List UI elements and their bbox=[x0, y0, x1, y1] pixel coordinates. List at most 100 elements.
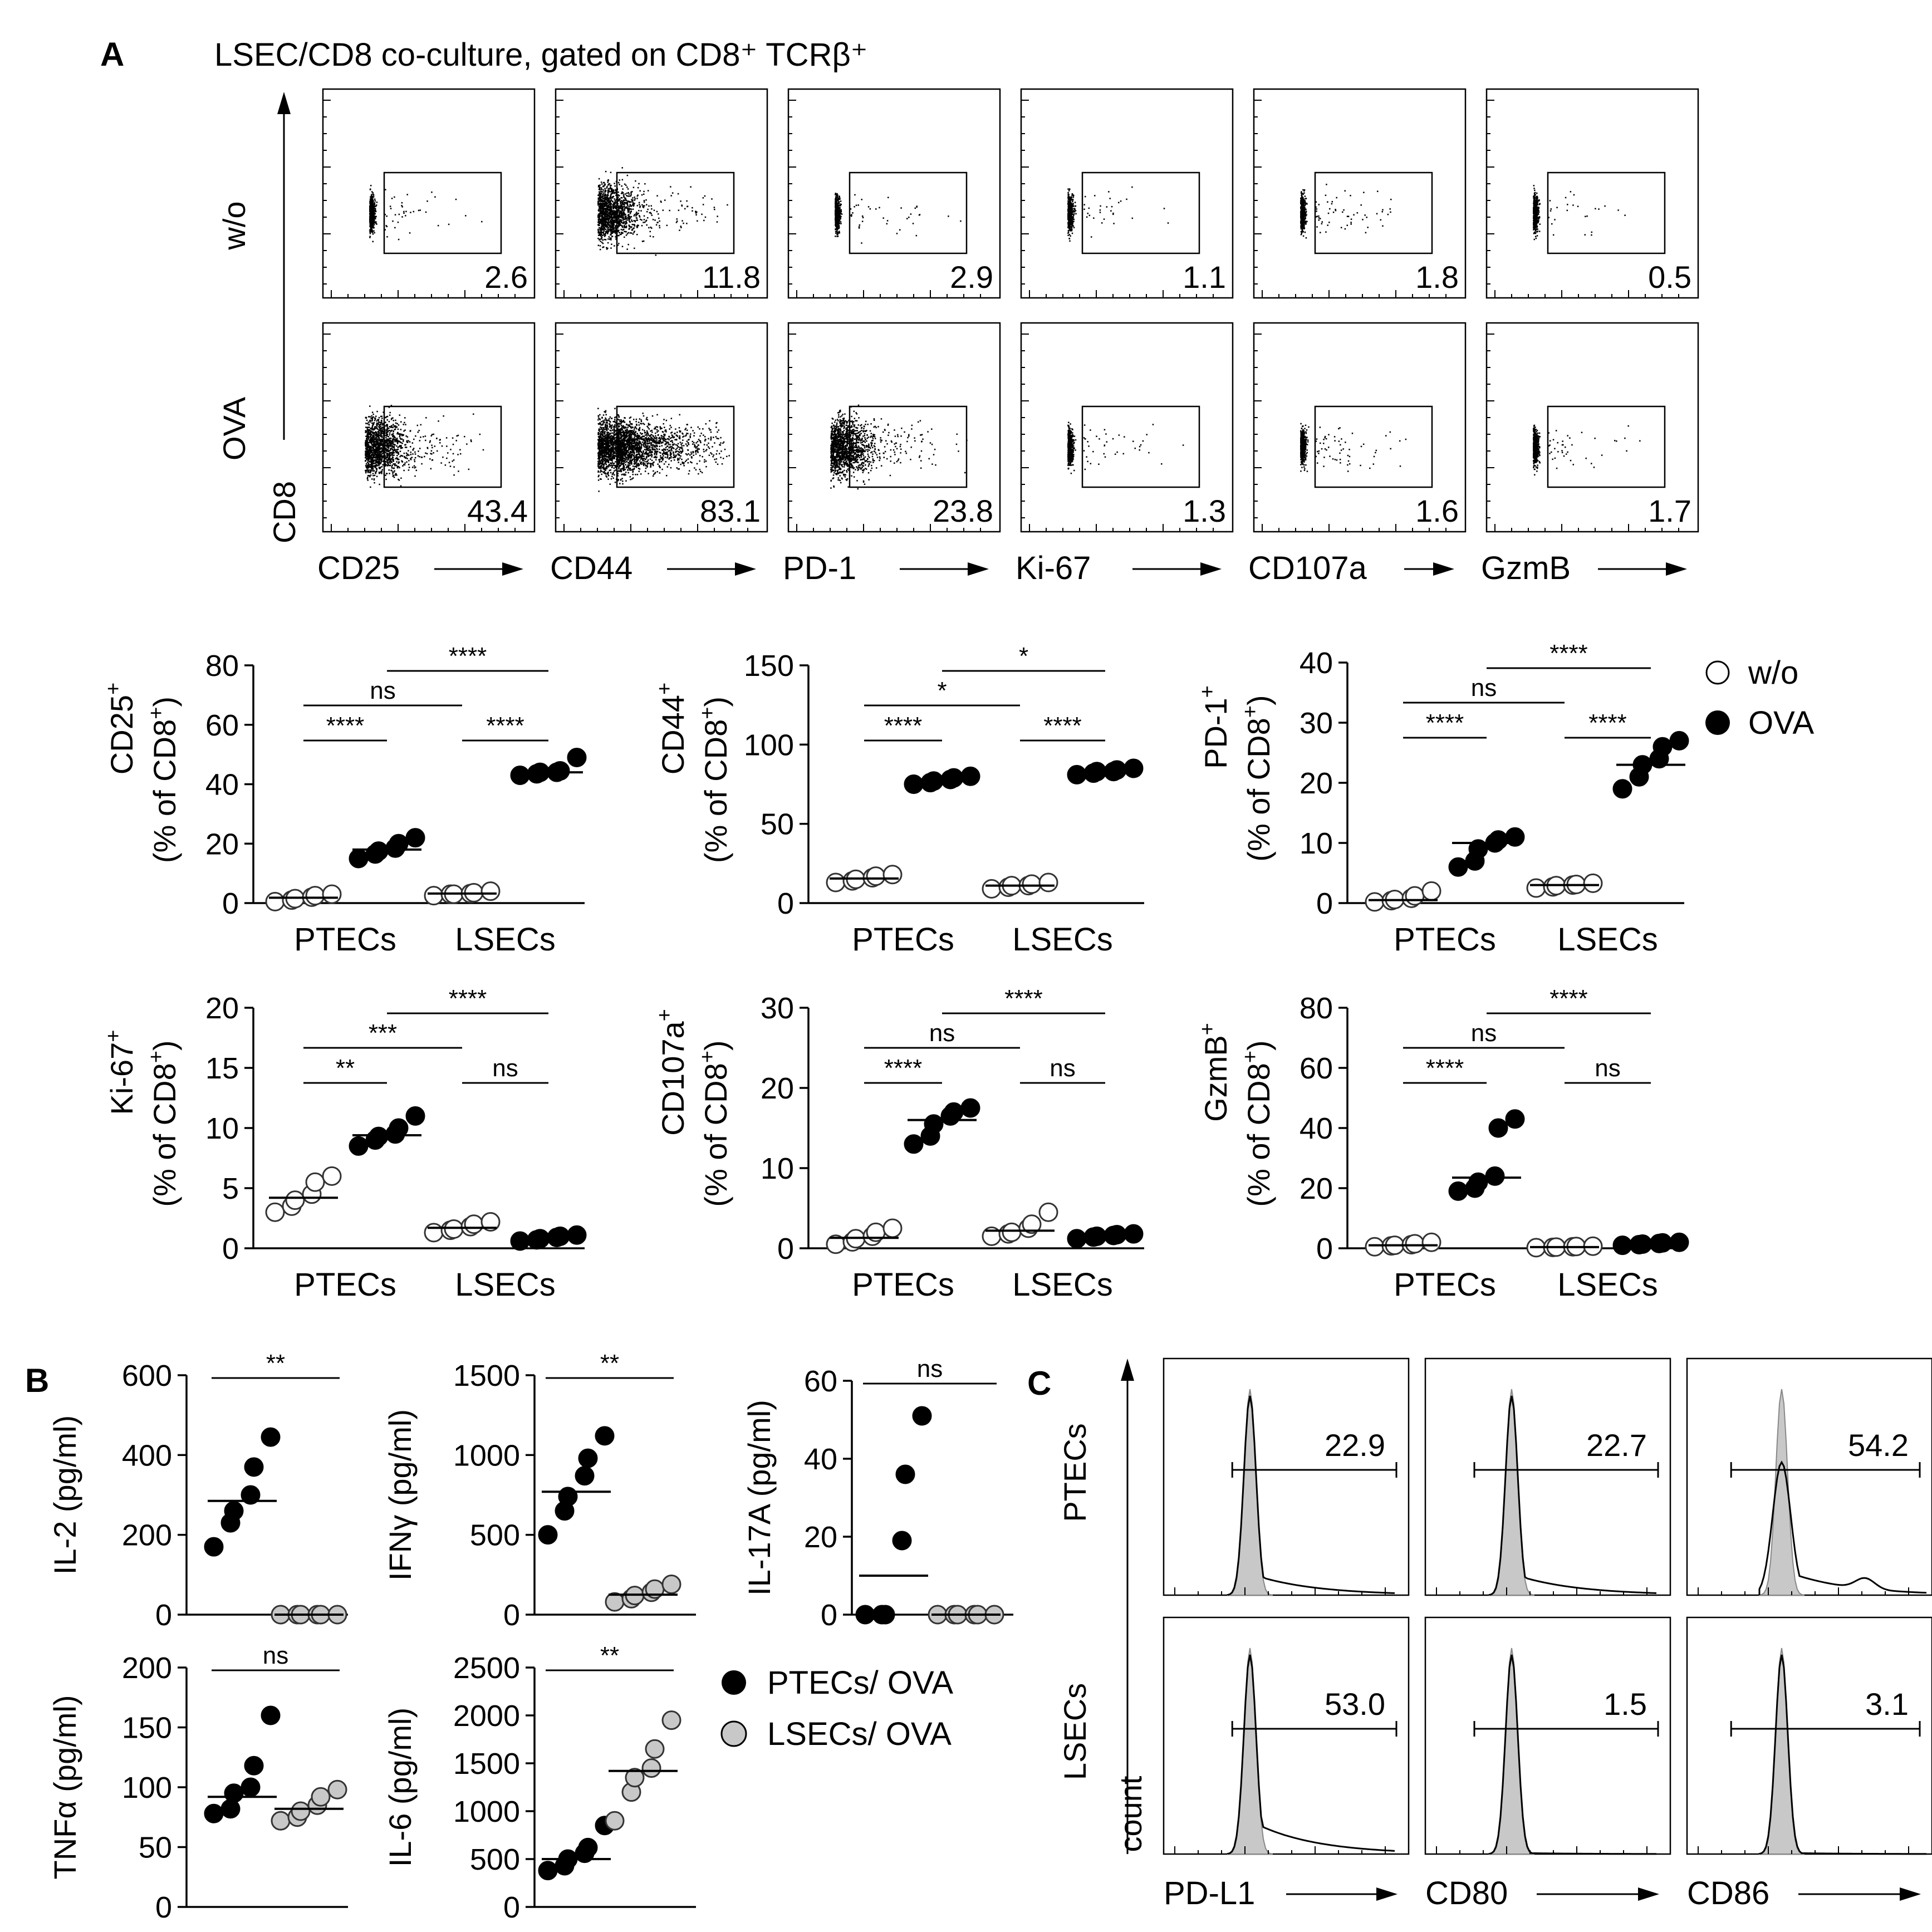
flow-dot bbox=[391, 425, 393, 426]
flow-dot bbox=[396, 441, 399, 443]
flow-dot bbox=[613, 222, 615, 224]
flow-dot bbox=[417, 455, 419, 457]
flow-dot bbox=[617, 457, 620, 458]
flow-dot bbox=[607, 445, 609, 448]
flow-dot bbox=[626, 195, 627, 197]
flow-dot bbox=[377, 419, 380, 420]
flow-dot bbox=[603, 429, 605, 430]
flow-dot bbox=[617, 212, 619, 213]
flow-dot bbox=[616, 191, 617, 193]
flow-dot bbox=[373, 209, 375, 212]
flow-dot bbox=[369, 236, 371, 237]
flow-dot bbox=[393, 445, 395, 448]
flow-dot bbox=[413, 465, 415, 467]
flow-dot bbox=[625, 234, 627, 236]
flow-dot bbox=[607, 184, 609, 186]
flow-dot bbox=[613, 431, 615, 433]
flow-dot bbox=[392, 220, 394, 222]
flow-dot bbox=[376, 455, 379, 457]
flow-dot bbox=[367, 443, 369, 445]
flow-dot bbox=[621, 474, 623, 475]
flow-dot bbox=[365, 466, 367, 468]
flow-dot bbox=[400, 447, 402, 449]
flow-dot bbox=[610, 239, 612, 241]
flow-dot bbox=[380, 428, 382, 430]
flow-dot bbox=[615, 455, 617, 458]
flow-dot bbox=[617, 209, 620, 211]
flow-dot bbox=[373, 207, 375, 208]
flow-dot bbox=[371, 454, 372, 456]
flow-dot bbox=[371, 411, 374, 413]
flow-dot bbox=[624, 436, 626, 438]
flow-dot bbox=[629, 454, 631, 457]
flow-dot bbox=[640, 210, 642, 212]
flow-dot bbox=[610, 188, 612, 190]
flow-dot bbox=[371, 450, 372, 452]
flow-dot bbox=[611, 213, 613, 215]
flow-dot bbox=[600, 226, 602, 228]
flow-dot bbox=[372, 198, 374, 200]
flow-dot bbox=[370, 451, 372, 453]
flow-dot bbox=[370, 455, 372, 457]
flow-dot bbox=[648, 205, 650, 207]
flow-dot bbox=[615, 214, 617, 216]
flow-dot bbox=[597, 448, 600, 449]
flow-dot bbox=[619, 428, 621, 430]
flow-dot bbox=[396, 457, 398, 459]
flow-dot bbox=[397, 439, 399, 442]
flow-dot bbox=[597, 452, 599, 454]
flow-dot bbox=[610, 458, 612, 459]
flow-dot bbox=[599, 438, 600, 439]
flow-dot bbox=[371, 428, 373, 430]
flow-dot bbox=[601, 428, 603, 430]
flow-dot bbox=[610, 214, 611, 216]
flow-dot bbox=[602, 239, 604, 241]
flow-dot bbox=[371, 200, 373, 202]
flow-dot bbox=[373, 217, 375, 219]
flow-dot bbox=[386, 433, 388, 434]
flow-dot bbox=[606, 438, 607, 440]
flow-dot bbox=[384, 431, 385, 433]
flow-dot bbox=[690, 186, 692, 188]
flow-dot bbox=[605, 231, 607, 233]
flow-cytometry-grid: w/o OVA CD8 2.643.4CD2511.883.1CD442.923… bbox=[217, 88, 1699, 586]
flow-dot bbox=[404, 462, 406, 464]
flow-dot bbox=[607, 191, 609, 193]
flow-dot bbox=[609, 440, 611, 442]
flow-dot bbox=[366, 467, 368, 469]
flow-dot bbox=[392, 439, 394, 442]
flow-dot bbox=[441, 445, 443, 447]
flow-dot bbox=[607, 217, 609, 219]
flow-dot bbox=[388, 451, 390, 453]
flow-dot bbox=[371, 222, 373, 224]
flow-dot bbox=[605, 473, 607, 475]
flow-dot bbox=[375, 222, 377, 224]
flow-dot bbox=[395, 438, 398, 440]
flow-dot bbox=[372, 193, 374, 195]
flow-dot bbox=[619, 198, 620, 200]
flow-dot bbox=[630, 479, 631, 480]
flow-dot bbox=[371, 194, 372, 195]
flow-dot bbox=[373, 478, 375, 480]
flow-dot bbox=[604, 184, 606, 186]
flow-dot bbox=[613, 453, 615, 455]
flow-dot bbox=[634, 231, 635, 232]
flow-dot bbox=[365, 450, 367, 452]
flow-dot bbox=[371, 212, 373, 214]
flow-dot bbox=[610, 448, 612, 450]
flow-dot bbox=[601, 220, 603, 222]
flow-dot bbox=[403, 434, 405, 436]
flow-dot bbox=[616, 208, 617, 210]
flow-dot bbox=[394, 444, 396, 446]
flow-dot bbox=[371, 195, 373, 198]
flow-dot bbox=[604, 463, 606, 464]
flow-dot bbox=[695, 210, 697, 212]
flow-dot bbox=[414, 459, 415, 461]
flow-dot bbox=[597, 444, 599, 446]
flow-dot bbox=[404, 464, 406, 466]
flow-dot bbox=[601, 459, 603, 462]
flow-dot bbox=[385, 478, 387, 480]
flow-dot bbox=[373, 215, 375, 217]
flow-dot bbox=[655, 254, 657, 256]
flow-dot bbox=[620, 212, 622, 213]
